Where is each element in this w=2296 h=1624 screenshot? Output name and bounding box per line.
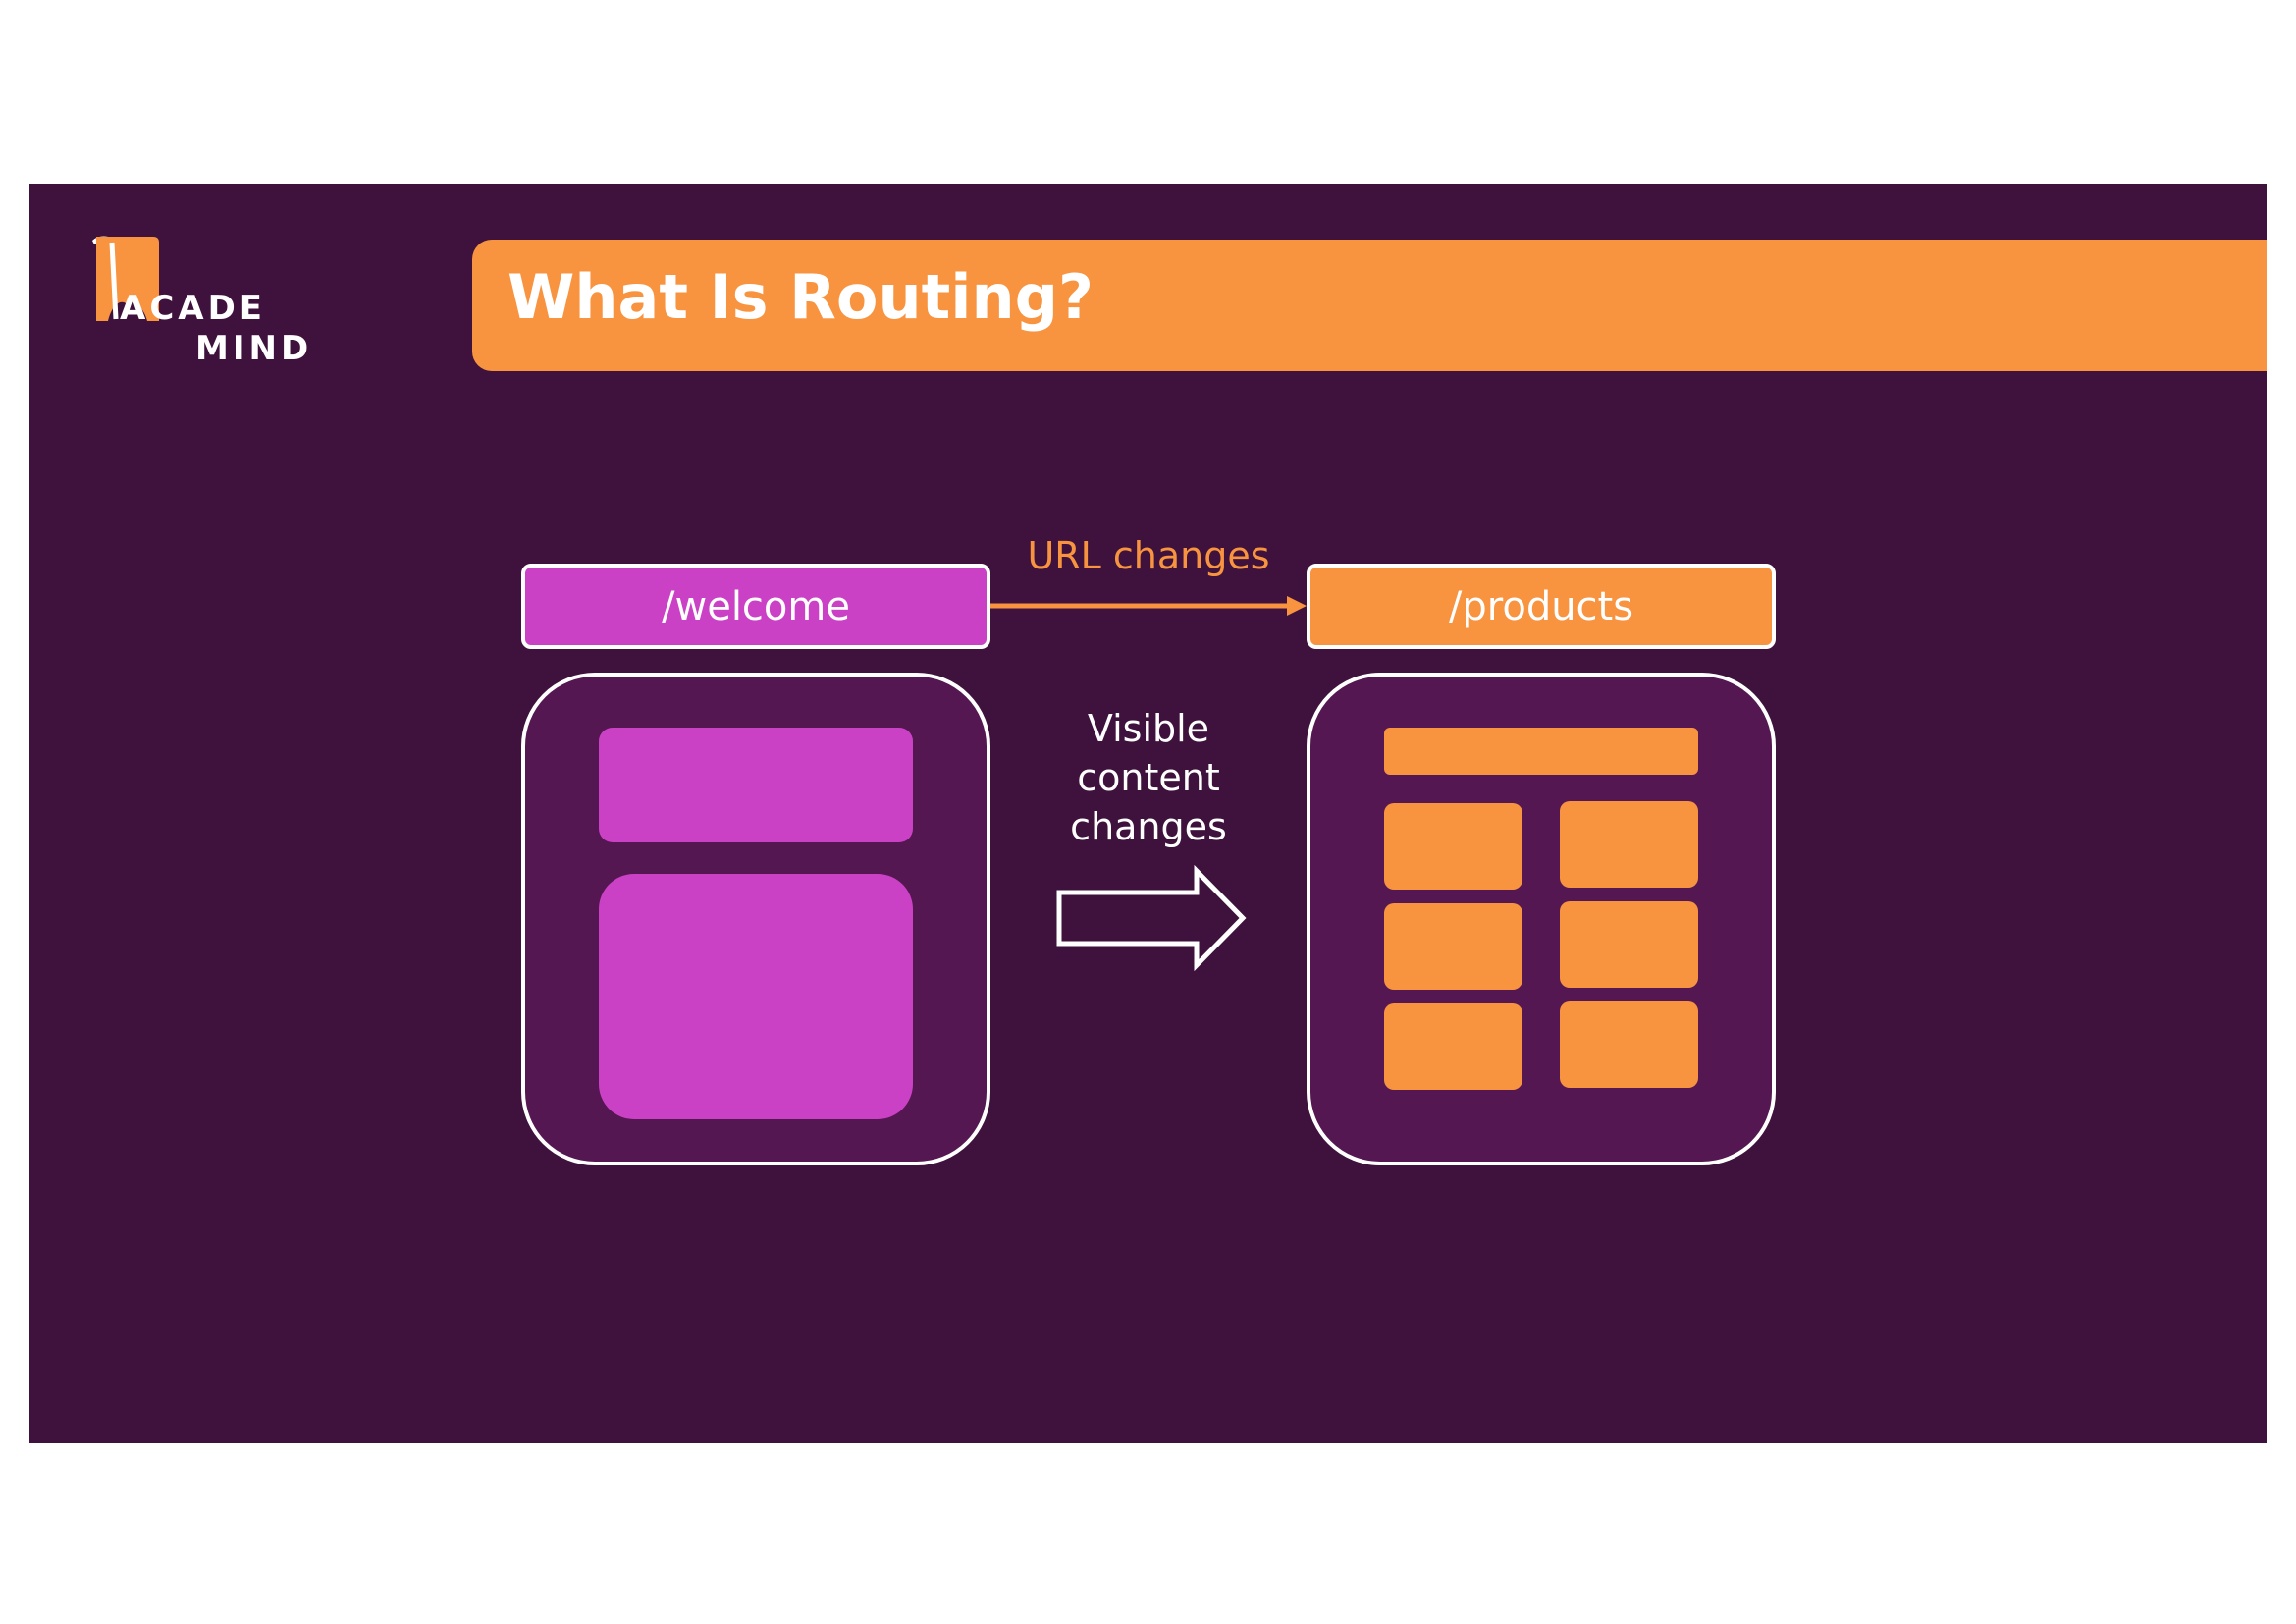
welcome-header-block (599, 728, 913, 842)
product-card (1384, 803, 1522, 890)
url-products-box: /products (1307, 564, 1776, 649)
logo-line-2: MIND (195, 329, 313, 368)
title-bar: What Is Routing? (472, 240, 2267, 371)
products-screen (1307, 673, 1776, 1165)
logo-mark-icon (92, 236, 159, 321)
right-arrow-icon (990, 596, 1307, 616)
content-change-line-1: Visible (1087, 707, 1210, 750)
content-change-line-3: changes (1070, 805, 1227, 848)
url-welcome-box: /welcome (521, 564, 990, 649)
arrows-layer (990, 596, 1307, 972)
url-products-label: /products (1448, 583, 1634, 629)
welcome-screen (521, 673, 990, 1165)
outline-right-arrow-icon (1056, 864, 1247, 972)
product-card (1384, 903, 1522, 990)
product-card (1560, 901, 1698, 988)
logo-line-1: ACADE (120, 289, 267, 328)
product-card (1384, 1003, 1522, 1090)
product-card (1560, 1001, 1698, 1088)
content-change-label: Visible content changes (1031, 704, 1266, 851)
slide-title: What Is Routing? (507, 261, 1094, 333)
welcome-main-block (599, 874, 913, 1119)
products-header-block (1384, 728, 1698, 775)
academind-logo: ACADE MIND (29, 184, 353, 380)
content-change-line-2: content (1077, 756, 1220, 799)
url-change-label: URL changes (1027, 534, 1270, 577)
slide: ACADE MIND What Is Routing? /welcome /pr… (29, 184, 2267, 1443)
url-welcome-label: /welcome (662, 583, 850, 629)
product-card (1560, 801, 1698, 888)
